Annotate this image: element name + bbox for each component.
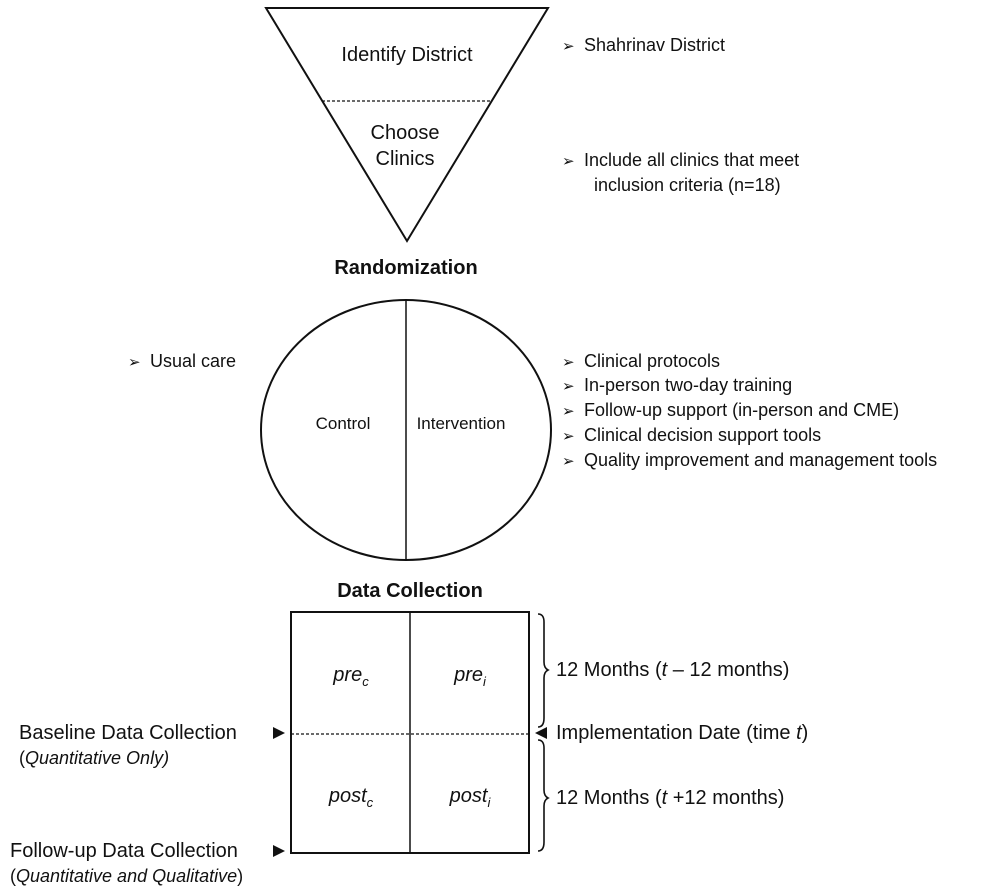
followup-paren-close: )	[237, 866, 244, 886]
arrowhead-bullet-icon: ➢	[562, 378, 575, 395]
cell-pre-control-sub: c	[362, 674, 369, 689]
intervention-item: ➢ In-person two-day training	[562, 375, 792, 396]
pre-period-text-a: 12 Months (	[556, 659, 662, 681]
randomization-title: Randomization	[334, 257, 478, 279]
arrowhead-bullet-icon: ➢	[562, 153, 575, 170]
cell-post-intervention: posti	[411, 785, 529, 810]
intervention-item-text: Follow-up support (in-person and CME)	[584, 400, 900, 420]
baseline-note: (Quantitative Only)	[19, 748, 169, 769]
funnel-bottom-label-line2: Clinics	[375, 148, 435, 170]
funnel-bottom-label-line1: Choose	[370, 122, 440, 144]
followup-paren-open: (	[10, 866, 16, 886]
followup-note: (Quantitative and Qualitative)	[10, 866, 243, 887]
cell-post-control-sub: c	[366, 795, 374, 810]
triangle-right-icon	[273, 845, 285, 857]
post-period-label: 12 Months (t +12 months)	[556, 787, 784, 810]
intervention-item-text: Clinical decision support tools	[584, 425, 822, 445]
intervention-item-text: In-person two-day training	[584, 375, 793, 395]
cell-pre-intervention-base: pre	[454, 664, 483, 686]
arrowhead-bullet-icon: ➢	[562, 354, 575, 371]
control-item-text: Usual care	[150, 351, 237, 371]
pre-period-t: t	[661, 659, 668, 681]
district-note: ➢ Shahrinav District	[562, 35, 725, 56]
arrowhead-bullet-icon: ➢	[562, 403, 575, 420]
intervention-item: ➢ Clinical decision support tools	[562, 425, 821, 446]
cell-pre-control-base: pre	[333, 664, 363, 686]
clinics-note-line2: inclusion criteria (n=18)	[594, 175, 781, 195]
intervention-item: ➢ Clinical protocols	[562, 351, 720, 372]
bracket-post-period	[537, 739, 550, 852]
cell-pre-intervention: prei	[411, 664, 529, 689]
cell-pre-control: prec	[292, 664, 410, 689]
clinics-note: ➢ Include all clinics that meet	[562, 150, 799, 171]
arrowhead-bullet-icon: ➢	[562, 428, 575, 445]
impl-text-a: Implementation Date (time	[556, 722, 797, 744]
cell-post-intervention-base: post	[449, 785, 488, 807]
post-period-text-b: +12 months)	[667, 787, 785, 809]
control-item: ➢ Usual care	[128, 351, 236, 372]
followup-note-text: Quantitative and Qualitative	[16, 866, 238, 886]
arrowhead-bullet-icon: ➢	[562, 38, 575, 55]
impl-t: t	[796, 722, 802, 744]
funnel-triangle	[264, 7, 550, 243]
post-period-t: t	[661, 787, 668, 809]
arrowhead-bullet-icon: ➢	[128, 354, 141, 371]
baseline-note-text: Quantitative Only)	[25, 748, 170, 768]
data-collection-title: Data Collection	[337, 580, 483, 602]
intervention-label: Intervention	[416, 414, 506, 433]
funnel-top-label: Identify District	[341, 44, 473, 66]
cell-post-intervention-sub: i	[487, 795, 491, 810]
followup-title: Follow-up Data Collection	[10, 840, 238, 862]
cell-post-control: postc	[292, 785, 410, 810]
intervention-item-text: Quality improvement and management tools	[584, 450, 938, 470]
baseline-paren-open: (	[19, 748, 25, 768]
intervention-item: ➢ Follow-up support (in-person and CME)	[562, 400, 899, 421]
pre-period-text-b: – 12 months)	[667, 659, 790, 681]
baseline-title: Baseline Data Collection	[19, 722, 237, 744]
intervention-item: ➢ Quality improvement and management tool…	[562, 450, 937, 471]
control-label: Control	[315, 414, 371, 433]
triangle-right-icon	[273, 727, 285, 739]
impl-text-b: )	[801, 722, 809, 744]
arrowhead-bullet-icon: ➢	[562, 453, 575, 470]
post-period-text-a: 12 Months (	[556, 787, 662, 809]
bracket-pre-period	[537, 613, 550, 728]
pre-period-label: 12 Months (t – 12 months)	[556, 659, 789, 682]
cell-post-control-base: post	[328, 785, 367, 807]
implementation-date-label: Implementation Date (time t)	[556, 722, 808, 745]
intervention-item-text: Clinical protocols	[584, 351, 721, 371]
triangle-left-icon	[535, 727, 547, 739]
clinics-note-line1: Include all clinics that meet	[584, 150, 800, 170]
district-note-text: Shahrinav District	[584, 35, 726, 55]
cell-pre-intervention-sub: i	[483, 674, 486, 689]
